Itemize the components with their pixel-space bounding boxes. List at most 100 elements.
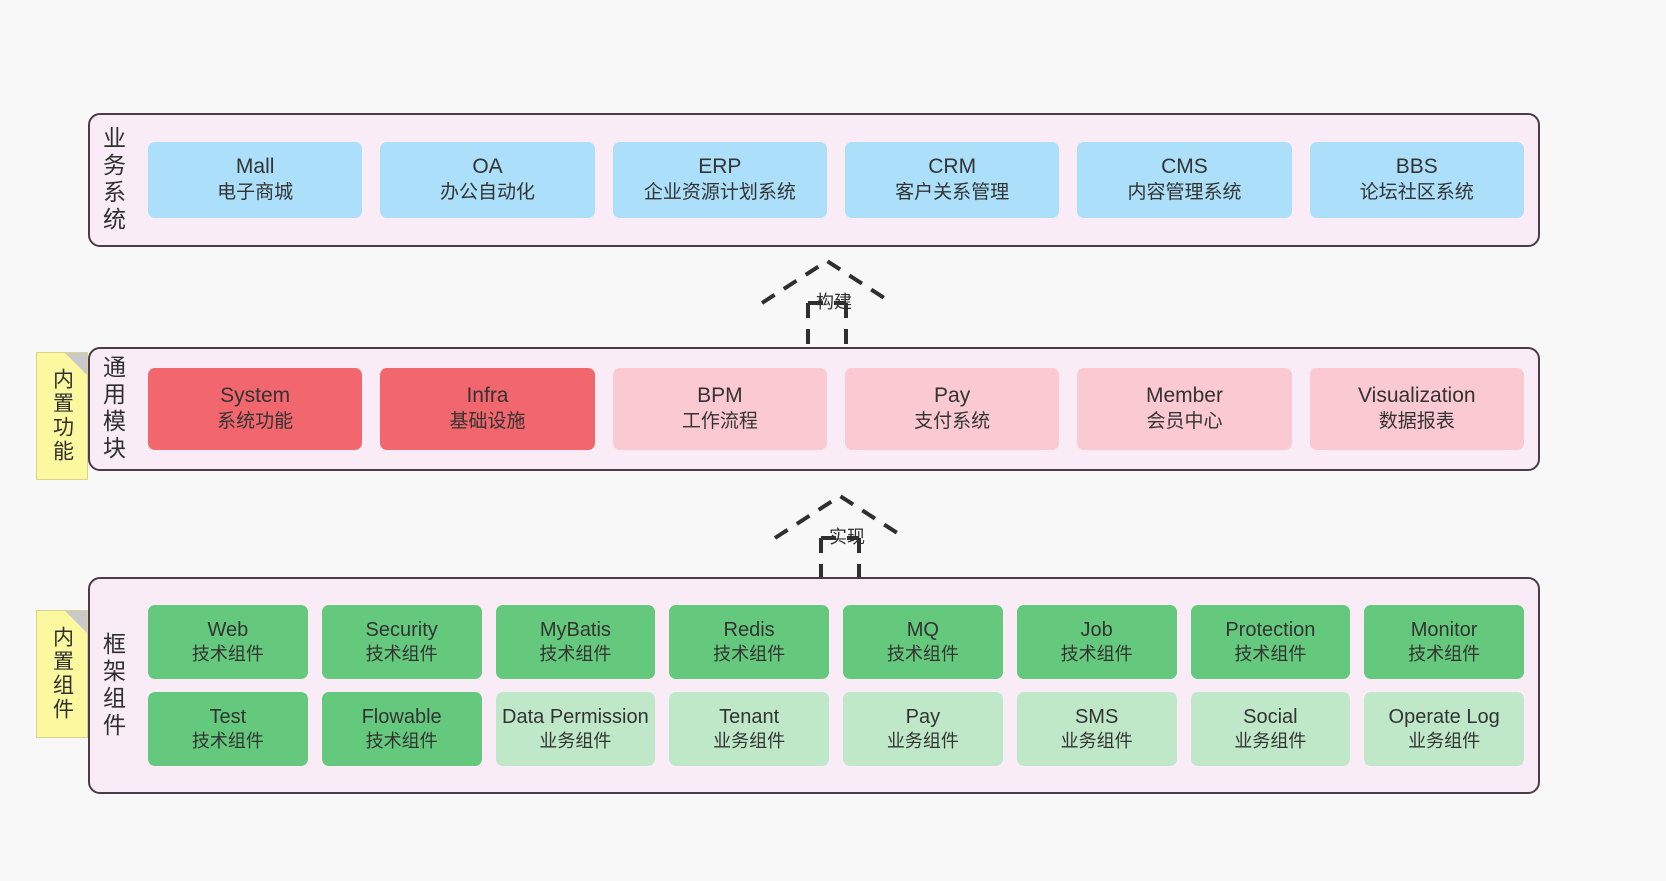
business-systems-card-list: Mall 电子商城 OA 办公自动化 ERP 企业资源计划系统 CRM 客户关系… bbox=[134, 115, 1538, 245]
framework-card-monitor[interactable]: Monitor 技术组件 bbox=[1364, 605, 1524, 679]
card-subtitle: 办公自动化 bbox=[439, 182, 535, 204]
business-card-bbs[interactable]: BBS 论坛社区系统 bbox=[1309, 142, 1524, 218]
framework-card-mybatis[interactable]: MyBatis 技术组件 bbox=[495, 605, 656, 679]
card-subtitle: 技术组件 bbox=[886, 644, 959, 665]
card-title: Pay bbox=[905, 705, 941, 728]
card-subtitle: 电子商城 bbox=[217, 182, 294, 204]
card-subtitle: 工作流程 bbox=[681, 411, 758, 433]
card-subtitle: 技术组件 bbox=[713, 644, 786, 665]
framework-card-security[interactable]: Security 技术组件 bbox=[321, 605, 482, 679]
card-title: Tenant bbox=[719, 705, 780, 728]
card-title: Infra bbox=[466, 384, 509, 408]
card-subtitle: 企业资源计划系统 bbox=[643, 182, 796, 204]
card-subtitle: 技术组件 bbox=[539, 644, 612, 665]
card-subtitle: 业务组件 bbox=[1060, 731, 1133, 752]
card-title: Flowable bbox=[361, 705, 442, 728]
card-title: Test bbox=[209, 705, 247, 728]
card-title: SMS bbox=[1074, 705, 1119, 728]
card-title: Member bbox=[1145, 384, 1223, 408]
framework-card-mq[interactable]: MQ 技术组件 bbox=[843, 605, 1003, 679]
card-subtitle: 业务组件 bbox=[1234, 731, 1307, 752]
card-subtitle: 技术组件 bbox=[365, 644, 438, 665]
framework-card-test[interactable]: Test 技术组件 bbox=[148, 692, 308, 766]
card-subtitle: 系统功能 bbox=[217, 411, 294, 433]
connector-build: 构建 bbox=[752, 255, 902, 350]
card-subtitle: 技术组件 bbox=[1408, 644, 1481, 665]
framework-card-job[interactable]: Job 技术组件 bbox=[1016, 605, 1177, 679]
framework-biz-row: Test 技术组件 Flowable 技术组件 Data Permission … bbox=[148, 692, 1524, 766]
common-modules-panel: 通用模块 System 系统功能 Infra 基础设施 BPM 工作流程 Pay… bbox=[88, 347, 1540, 471]
sticky-note-label: 内置功能 bbox=[50, 368, 74, 464]
framework-card-sms[interactable]: SMS 业务组件 bbox=[1016, 692, 1177, 766]
module-card-infra[interactable]: Infra 基础设施 bbox=[380, 368, 595, 450]
card-title: Social bbox=[1243, 705, 1298, 728]
framework-card-data-permission[interactable]: Data Permission 业务组件 bbox=[495, 692, 656, 766]
card-subtitle: 论坛社区系统 bbox=[1359, 182, 1474, 204]
sticky-note-builtin-functions: 内置功能 bbox=[36, 352, 88, 480]
card-title: MQ bbox=[906, 618, 939, 641]
business-card-erp[interactable]: ERP 企业资源计划系统 bbox=[612, 142, 827, 218]
framework-card-tenant[interactable]: Tenant 业务组件 bbox=[669, 692, 829, 766]
business-card-mall[interactable]: Mall 电子商城 bbox=[148, 142, 363, 218]
module-card-bpm[interactable]: BPM 工作流程 bbox=[612, 368, 827, 450]
module-card-visualization[interactable]: Visualization 数据报表 bbox=[1309, 368, 1524, 450]
card-subtitle: 技术组件 bbox=[365, 731, 438, 752]
card-title: Redis bbox=[723, 618, 775, 641]
framework-components-panel: 框架组件 Web 技术组件 Security 技术组件 MyBatis 技术组件… bbox=[88, 577, 1540, 794]
common-modules-label: 通用模块 bbox=[99, 355, 126, 463]
business-card-oa[interactable]: OA 办公自动化 bbox=[380, 142, 595, 218]
card-title: CMS bbox=[1161, 155, 1208, 179]
framework-card-redis[interactable]: Redis 技术组件 bbox=[669, 605, 829, 679]
card-title: Protection bbox=[1225, 618, 1316, 641]
sticky-note-label: 内置组件 bbox=[50, 626, 74, 722]
card-title: BBS bbox=[1395, 155, 1438, 179]
card-title: Operate Log bbox=[1388, 705, 1500, 728]
card-title: Monitor bbox=[1410, 618, 1478, 641]
business-card-crm[interactable]: CRM 客户关系管理 bbox=[844, 142, 1060, 218]
card-title: Web bbox=[207, 618, 249, 641]
card-title: ERP bbox=[698, 155, 742, 179]
sticky-note-builtin-components: 内置组件 bbox=[36, 610, 88, 738]
business-systems-panel: 业务系统 Mall 电子商城 OA 办公自动化 ERP 企业资源计划系统 CRM… bbox=[88, 113, 1540, 247]
card-subtitle: 技术组件 bbox=[191, 644, 264, 665]
card-subtitle: 基础设施 bbox=[449, 411, 526, 433]
framework-card-protection[interactable]: Protection 技术组件 bbox=[1190, 605, 1351, 679]
module-card-system[interactable]: System 系统功能 bbox=[148, 368, 363, 450]
card-title: Mall bbox=[235, 155, 275, 179]
framework-card-web[interactable]: Web 技术组件 bbox=[148, 605, 308, 679]
card-title: OA bbox=[472, 155, 503, 179]
card-title: Data Permission bbox=[502, 705, 649, 728]
card-subtitle: 技术组件 bbox=[1234, 644, 1307, 665]
card-subtitle: 技术组件 bbox=[1060, 644, 1133, 665]
card-title: Job bbox=[1080, 618, 1113, 641]
framework-components-grid: Web 技术组件 Security 技术组件 MyBatis 技术组件 Redi… bbox=[134, 579, 1538, 792]
connector-implement-label: 实现 bbox=[829, 527, 865, 547]
card-title: Pay bbox=[934, 384, 971, 408]
framework-card-pay[interactable]: Pay 业务组件 bbox=[843, 692, 1003, 766]
framework-card-operate-log[interactable]: Operate Log 业务组件 bbox=[1364, 692, 1524, 766]
framework-card-social[interactable]: Social 业务组件 bbox=[1190, 692, 1351, 766]
card-subtitle: 数据报表 bbox=[1378, 411, 1455, 433]
card-subtitle: 业务组件 bbox=[539, 731, 612, 752]
module-card-member[interactable]: Member 会员中心 bbox=[1077, 368, 1292, 450]
framework-card-flowable[interactable]: Flowable 技术组件 bbox=[321, 692, 482, 766]
card-subtitle: 技术组件 bbox=[191, 731, 264, 752]
card-subtitle: 会员中心 bbox=[1146, 411, 1223, 433]
card-subtitle: 支付系统 bbox=[914, 411, 991, 433]
card-subtitle: 业务组件 bbox=[1408, 731, 1481, 752]
framework-tech-row: Web 技术组件 Security 技术组件 MyBatis 技术组件 Redi… bbox=[148, 605, 1524, 679]
card-title: MyBatis bbox=[539, 618, 611, 641]
card-title: BPM bbox=[697, 384, 743, 408]
card-title: System bbox=[220, 384, 291, 408]
business-systems-label: 业务系统 bbox=[99, 126, 126, 234]
card-title: CRM bbox=[928, 155, 977, 179]
card-subtitle: 内容管理系统 bbox=[1127, 182, 1242, 204]
connector-implement: 实现 bbox=[765, 490, 915, 585]
framework-components-label: 框架组件 bbox=[99, 631, 126, 740]
connector-build-label: 构建 bbox=[816, 292, 852, 312]
common-modules-card-list: System 系统功能 Infra 基础设施 BPM 工作流程 Pay 支付系统… bbox=[134, 349, 1538, 469]
business-card-cms[interactable]: CMS 内容管理系统 bbox=[1077, 142, 1292, 218]
card-subtitle: 业务组件 bbox=[886, 731, 959, 752]
module-card-pay[interactable]: Pay 支付系统 bbox=[844, 368, 1060, 450]
card-title: Security bbox=[365, 618, 438, 641]
